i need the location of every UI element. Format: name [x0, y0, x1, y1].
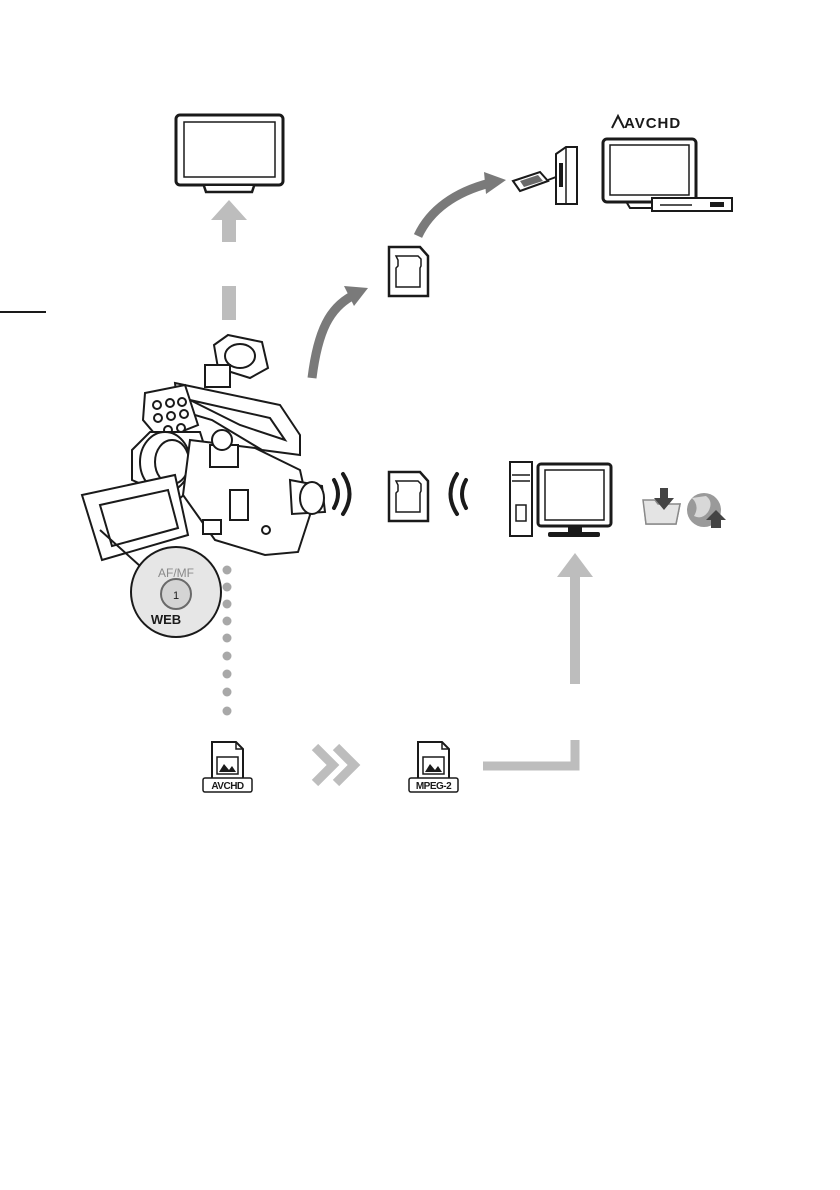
camera-to-card-arrow: [312, 286, 368, 378]
tv-icon: [176, 115, 283, 192]
wireless-signal-icon: [334, 474, 350, 514]
af-mf-label: AF/MF: [158, 566, 194, 580]
camcorder-icon: [82, 335, 325, 560]
sd-card-icon: [389, 247, 428, 296]
card-reader-icon: [513, 147, 577, 204]
file-to-computer-arrow: [483, 553, 593, 766]
web-upload-globe-icon: [687, 493, 726, 528]
camera-web-button-callout: AF/MF 1 WEB: [100, 530, 221, 637]
web-label: WEB: [151, 612, 181, 627]
desktop-computer-icon: [510, 462, 611, 537]
avchd-logo-text: AVCHD: [624, 115, 681, 132]
folder-download-icon: [643, 488, 680, 524]
bluray-recorder-icon: [603, 139, 732, 211]
sd-card-icon: [389, 472, 428, 521]
dotted-connector: [223, 566, 232, 716]
avchd-file-label: AVCHD: [211, 781, 244, 792]
card-to-reader-arrow: [418, 172, 506, 236]
mpeg2-file-icon: MPEG-2: [409, 742, 458, 792]
camera-to-tv-arrow: [211, 200, 247, 320]
mpeg2-file-label: MPEG-2: [416, 781, 452, 792]
wireless-signal-icon: [451, 474, 467, 514]
double-chevron-icon: [315, 747, 354, 783]
avchd-file-icon: AVCHD: [203, 742, 252, 792]
web-button-symbol: 1: [173, 590, 179, 602]
avchd-logo: AVCHD: [612, 115, 681, 132]
